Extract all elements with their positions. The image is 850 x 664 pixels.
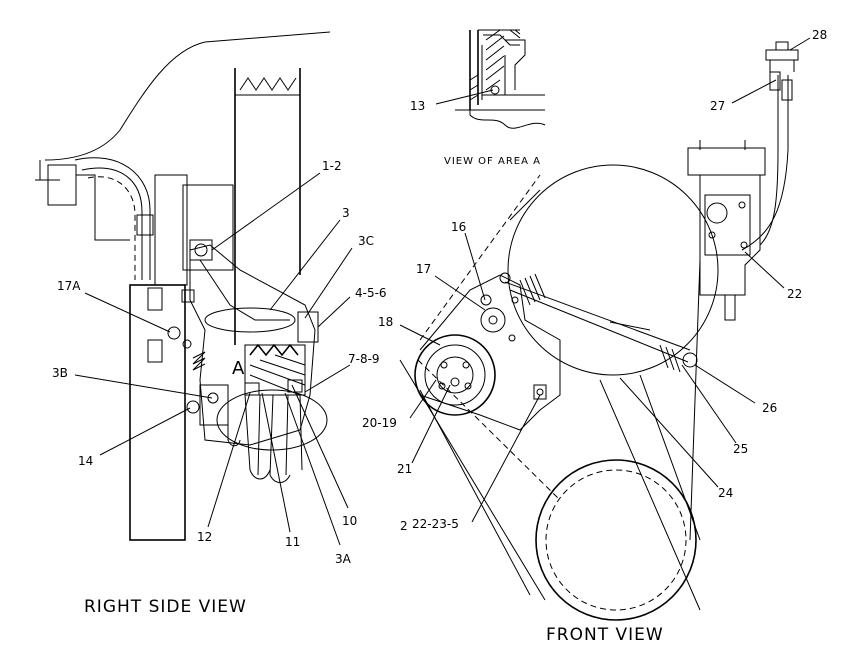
callout-22-23-5-prefix: 2 <box>400 519 408 533</box>
callout-labels: 1-2 3 3C 4-5-6 7-8-9 17A 3B 14 12 11 3A … <box>52 28 827 566</box>
callout-22-23-5: 22-23-5 <box>412 517 459 531</box>
callout-25: 25 <box>733 442 748 456</box>
callout-3: 3 <box>342 206 350 220</box>
callout-17: 17 <box>416 262 431 276</box>
area-a-detail-drawing <box>455 29 546 129</box>
callout-17a: 17A <box>57 279 81 293</box>
front-view-caption: FRONT VIEW <box>546 625 664 645</box>
callout-14: 14 <box>78 454 93 468</box>
callout-1-2: 1-2 <box>322 159 342 173</box>
callout-11: 11 <box>285 535 300 549</box>
callout-27: 27 <box>710 99 725 113</box>
callout-20-19: 20-19 <box>362 416 397 430</box>
area-a-caption: VIEW OF AREA A <box>444 156 541 167</box>
callout-3c: 3C <box>358 234 374 248</box>
callout-21: 21 <box>397 462 412 476</box>
callout-13: 13 <box>410 99 425 113</box>
callout-28: 28 <box>812 28 827 42</box>
right-side-view-caption: RIGHT SIDE VIEW <box>84 597 247 617</box>
callout-3b: 3B <box>52 366 68 380</box>
callout-7-8-9: 7-8-9 <box>348 352 380 366</box>
area-a-marker: A <box>232 358 245 379</box>
callout-18: 18 <box>378 315 393 329</box>
callout-22: 22 <box>787 287 802 301</box>
callout-16: 16 <box>451 220 466 234</box>
callout-26: 26 <box>762 401 777 415</box>
front-view-drawing <box>399 41 799 621</box>
right-side-view-drawing <box>35 31 331 541</box>
callout-24: 24 <box>718 486 733 500</box>
callout-10: 10 <box>342 514 357 528</box>
callout-12: 12 <box>197 530 212 544</box>
leader-lines <box>74 37 811 546</box>
callout-3a: 3A <box>335 552 352 566</box>
callout-4-5-6: 4-5-6 <box>355 286 387 300</box>
